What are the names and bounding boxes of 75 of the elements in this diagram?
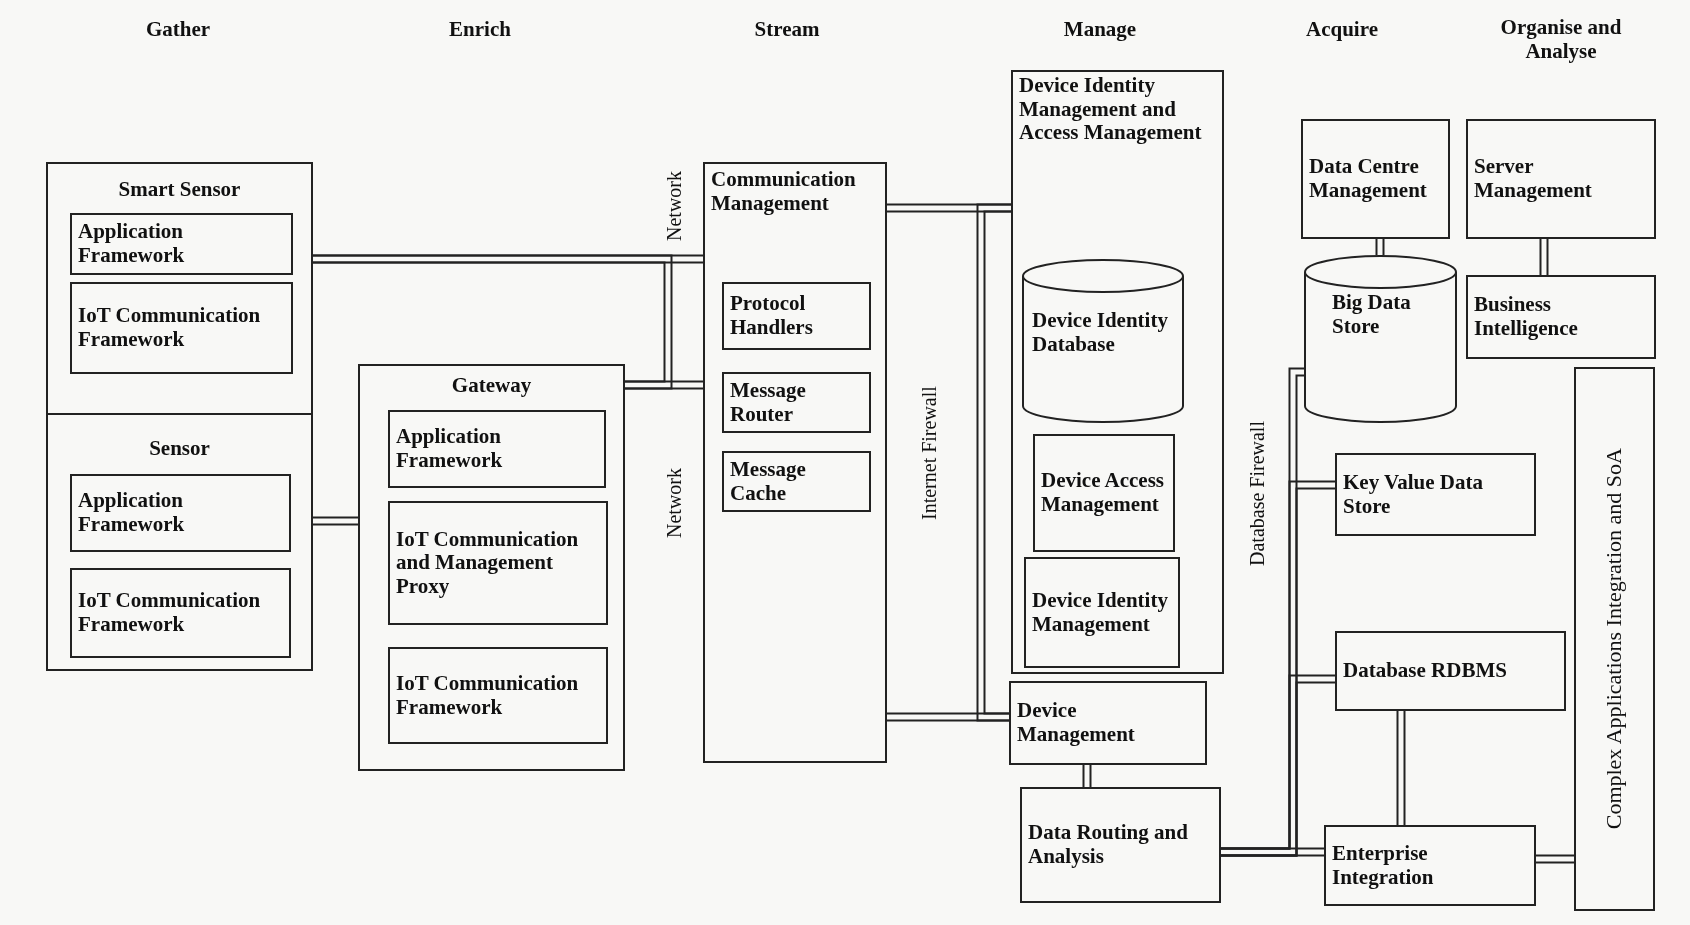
container-box [46,162,313,415]
component-label: Device Access Management [1041,469,1166,517]
component-box [722,451,871,512]
column-heading: Manage [1062,18,1138,43]
component-label: Big Data Store [1332,291,1412,339]
component-label: IoT Communication Framework [396,672,580,719]
column-heading: Organise and Analyse [1499,16,1623,65]
component-box [70,213,293,275]
component-label: Application Framework [78,489,186,537]
component-box [1033,434,1175,552]
component-box [1574,367,1655,911]
component-box [388,501,608,625]
component-box [1466,275,1656,359]
component-label: Device Identity Database [1032,309,1169,357]
bus-label: Network [661,467,686,540]
double-line-connector [1220,367,1305,857]
component-label: Complex Applications Integration and SoA [1602,448,1627,830]
component-box [1466,119,1656,239]
component-box [722,372,871,433]
column-heading: Enrich [448,18,512,43]
component-label: Data Centre Management [1309,155,1428,203]
container-box [703,162,887,763]
component-box [388,647,608,744]
component-label: Message Router [730,379,807,426]
component-box [1301,119,1450,239]
component-label: Device Identity Management and Access Management [1019,74,1203,145]
double-line-connector [312,254,673,390]
component-label: Business Intelligence [1474,293,1579,341]
component-box [722,282,871,350]
component-label: Sensor [148,437,211,461]
container-box [1011,70,1224,674]
bus-label: Internet Firewall [916,385,941,522]
component-box [1024,557,1180,668]
bus-label: Database Firewall [1244,420,1269,569]
component-box [70,474,291,552]
component-label: Database RDBMS [1343,659,1508,683]
database-cylinder [1022,259,1184,423]
component-box [1324,825,1536,906]
double-line-connector [312,516,359,526]
component-label: Data Routing and Analysis [1028,821,1189,869]
component-label: Device Identity Management [1032,589,1169,636]
component-label: Protocol Handlers [730,292,814,340]
column-heading: Gather [144,18,212,43]
double-line-connector [976,203,1012,722]
component-box [1009,681,1207,765]
column-heading: Acquire [1305,18,1379,43]
double-line-connector [1375,238,1385,256]
double-line-connector [1082,764,1092,788]
container-box [358,364,625,771]
component-label: Application Framework [78,220,186,268]
component-label: Application Framework [396,425,504,473]
component-label: IoT Communication and Management Proxy [396,527,580,599]
double-line-connector [1396,710,1406,826]
component-box [1335,631,1566,711]
component-label: Message Cache [730,458,807,505]
component-label: IoT Communication Framework [78,589,262,637]
component-label: Gateway [450,374,533,398]
double-line-connector [1535,854,1575,864]
component-label: Communication Management [711,168,857,216]
component-label: Key Value Data Store [1343,471,1484,518]
database-cylinder [1304,255,1457,423]
component-label: IoT Communication Framework [78,304,262,352]
component-box [388,410,606,488]
component-label: Device Management [1017,699,1136,747]
component-box [70,568,291,658]
component-label: Enterprise Integration [1332,842,1435,889]
double-line-connector [1539,238,1549,276]
container-box [46,413,313,671]
component-box [1335,453,1536,536]
bus-label: Network [661,170,686,243]
column-heading: Stream [753,18,821,43]
component-label: Smart Sensor [117,178,242,202]
component-box [70,282,293,374]
component-label: Server Management [1474,155,1593,203]
component-box [1020,787,1221,903]
